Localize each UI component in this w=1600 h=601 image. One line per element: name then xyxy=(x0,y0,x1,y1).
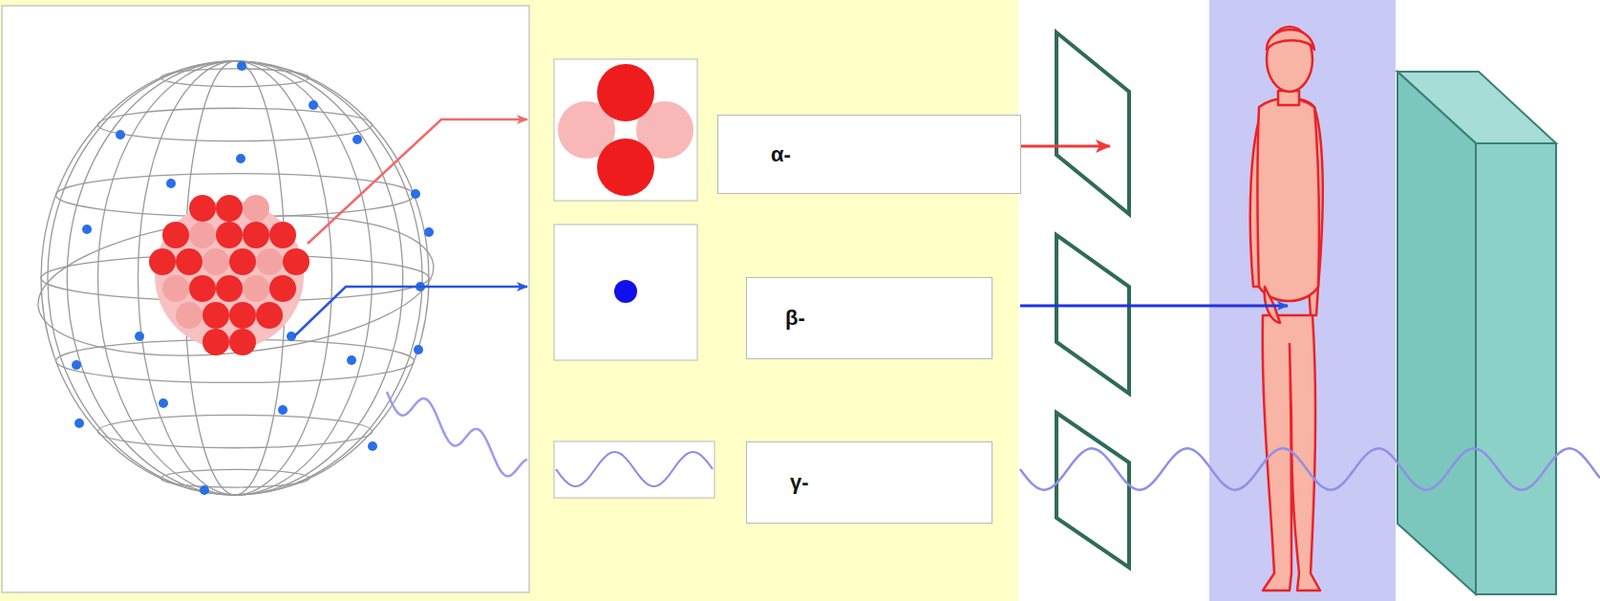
person xyxy=(1250,26,1323,591)
atom-sphere xyxy=(31,61,441,495)
proton xyxy=(597,138,655,196)
electrons xyxy=(71,61,434,495)
ray-label: β- xyxy=(785,305,806,331)
atom-panel xyxy=(1,5,530,593)
electron xyxy=(614,279,638,303)
alpha-ray xyxy=(1020,145,1110,149)
body-band xyxy=(1209,0,1396,601)
lead-block xyxy=(1397,71,1557,595)
nucleus xyxy=(149,194,310,356)
gamma-wave xyxy=(386,391,528,476)
alpha-icon-box xyxy=(554,59,698,201)
label-box: γ- xyxy=(746,441,993,524)
proton xyxy=(597,64,655,122)
beta-icon-box xyxy=(554,224,698,361)
gamma-icon-box xyxy=(554,441,715,498)
paper-sheets xyxy=(1056,32,1130,568)
beta-arrow xyxy=(294,286,528,337)
ray-label: γ- xyxy=(789,469,810,495)
alpha-arrow xyxy=(307,119,528,244)
ray-label: α- xyxy=(770,142,791,168)
shield-panel xyxy=(1018,0,1600,601)
label-box: β- xyxy=(746,277,993,360)
gamma-icon-wave xyxy=(555,451,713,487)
label-box: α- xyxy=(717,114,1022,194)
gamma-ray xyxy=(1020,448,1600,490)
beta-ray xyxy=(1020,304,1288,308)
